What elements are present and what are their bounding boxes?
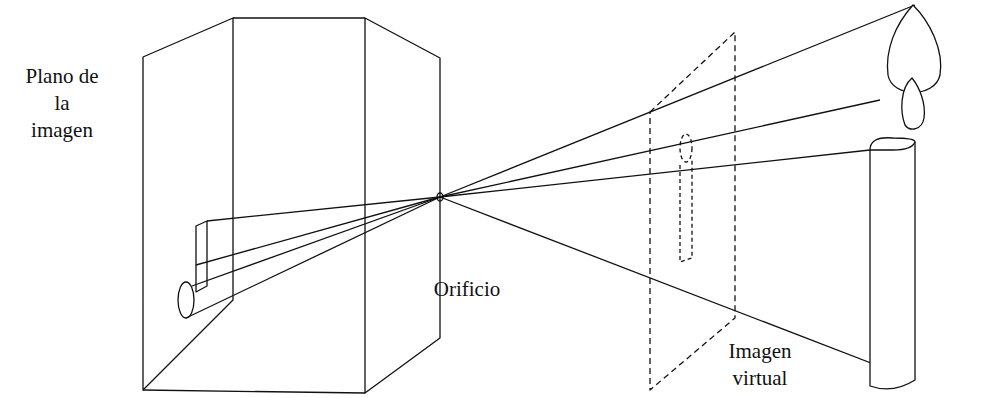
virtual-flame-image (680, 134, 692, 162)
inverted-flame-image (178, 282, 194, 318)
light-ray (196, 197, 440, 265)
light-ray (440, 100, 880, 197)
candle-flame (887, 5, 940, 92)
virtual-image-label: Imagen virtual (719, 338, 801, 392)
virtual-candle-image (680, 160, 692, 262)
candle-body (870, 142, 915, 389)
box-edge (233, 17, 365, 18)
light-ray (440, 197, 915, 380)
pinhole-label: Orificio (407, 276, 527, 303)
pinhole-face (365, 18, 440, 393)
candle-top (870, 138, 915, 150)
box-edge (143, 390, 365, 393)
image-plane-face (143, 18, 233, 390)
candle-wick-flame (902, 78, 925, 129)
light-ray (440, 150, 870, 197)
light-ray (192, 197, 440, 286)
light-ray (186, 197, 440, 318)
light-ray (440, 5, 915, 197)
image-plane-label: Plano de la imagen (23, 63, 101, 144)
virtual-image-plane (650, 32, 735, 390)
